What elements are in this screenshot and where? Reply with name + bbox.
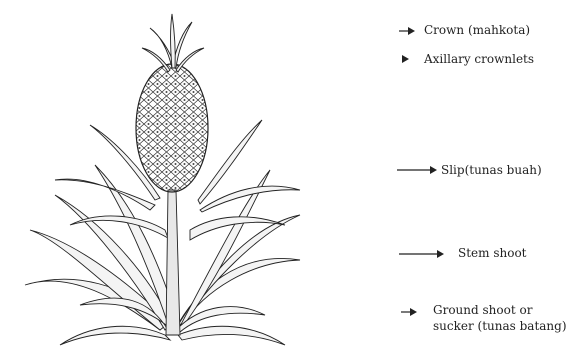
label-slip: Slip(tunas buah) (441, 162, 542, 178)
crown-leaves (142, 14, 204, 72)
arrow-right-icon (396, 164, 438, 176)
label-ground-shoot-line1: Ground shoot or (433, 302, 532, 318)
label-ground-shoot-line2: sucker (tunas batang) (433, 318, 567, 334)
label-axillary-crownlets: Axillary crownlets (424, 51, 534, 67)
arrow-right-icon (398, 25, 416, 37)
arrow-head-icon (400, 54, 410, 64)
label-stem-shoot: Stem shoot (458, 245, 527, 261)
label-crown: Crown (mahkota) (424, 22, 530, 38)
pineapple-fruit (136, 64, 208, 192)
arrow-right-icon (398, 248, 446, 260)
pineapple-plant-illustration (0, 0, 330, 352)
arrow-right-icon (400, 306, 418, 318)
